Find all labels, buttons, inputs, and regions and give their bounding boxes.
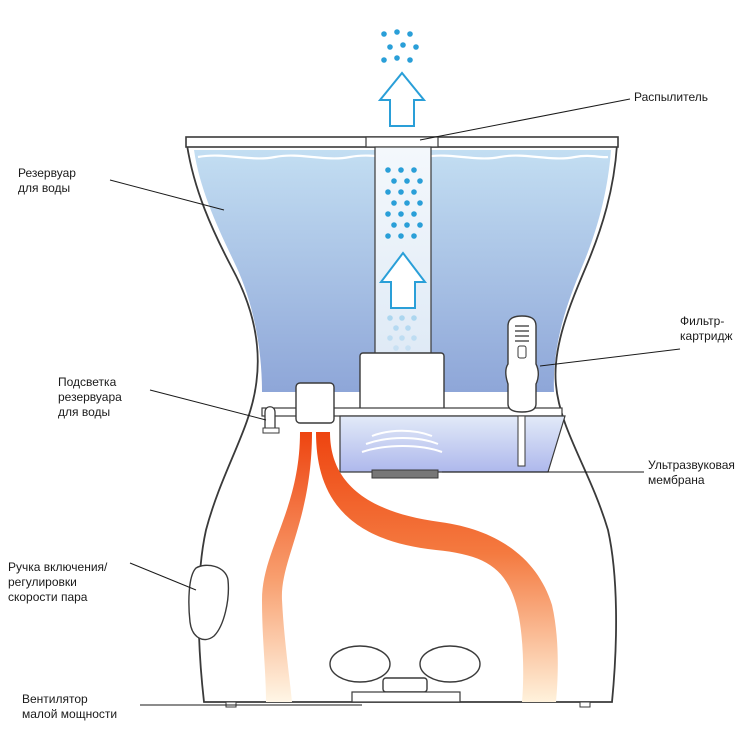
nozzle-base xyxy=(359,352,445,412)
mist-droplet xyxy=(411,167,417,173)
mist-droplet xyxy=(411,233,417,239)
mist-droplet xyxy=(394,29,400,35)
label-membrane: Ультразвуковая мембрана xyxy=(648,458,735,487)
mist-droplet xyxy=(407,57,413,63)
mist-droplet xyxy=(404,200,410,206)
mist-droplet xyxy=(411,315,417,321)
fan xyxy=(329,645,481,703)
mist-droplet xyxy=(393,325,399,331)
lower-water-chamber xyxy=(339,415,566,473)
label-reservoir: Резервуар для воды xyxy=(18,166,76,195)
mist-droplet xyxy=(417,178,423,184)
mist-droplet xyxy=(391,178,397,184)
mist-droplet xyxy=(381,57,387,63)
mist-droplet xyxy=(385,211,391,217)
mist-droplet xyxy=(381,31,387,37)
label-backlight: Подсветка резервуара для воды xyxy=(58,375,122,419)
mist-droplet xyxy=(385,167,391,173)
mist-droplet xyxy=(411,335,417,341)
mist-droplet xyxy=(399,335,405,341)
mist-droplet xyxy=(411,189,417,195)
mist-droplet xyxy=(417,200,423,206)
air-duct xyxy=(295,382,335,424)
mist-droplet xyxy=(400,42,406,48)
mist-droplet xyxy=(398,167,404,173)
mist-droplet xyxy=(399,315,405,321)
mist-droplet xyxy=(387,315,393,321)
mist-droplet xyxy=(385,189,391,195)
leader-lines xyxy=(109,98,681,706)
mist-droplet xyxy=(405,345,411,351)
mist-droplet xyxy=(394,55,400,61)
mist-droplet xyxy=(413,44,419,50)
label-filter: Фильтр- картридж xyxy=(680,314,733,343)
mist-arrow-top-icon xyxy=(377,71,427,127)
foot-right xyxy=(579,701,591,708)
mist-droplet xyxy=(391,222,397,228)
backlight-led xyxy=(262,406,280,434)
mist-droplet xyxy=(393,345,399,351)
air-flow xyxy=(262,432,558,702)
mist-droplets xyxy=(381,29,423,351)
mist-droplet xyxy=(411,211,417,217)
mist-arrow-column-icon xyxy=(378,251,428,309)
mist-droplet xyxy=(417,222,423,228)
mist-droplet xyxy=(387,335,393,341)
filter-cartridge xyxy=(505,315,539,467)
label-sprayer: Распылитель xyxy=(634,90,708,104)
mist-droplet xyxy=(405,325,411,331)
mist-droplet xyxy=(398,189,404,195)
label-fan: Вентилятор малой мощности xyxy=(22,692,118,721)
mist-droplet xyxy=(387,44,393,50)
control-knob xyxy=(188,564,230,641)
mist-droplet xyxy=(391,200,397,206)
mist-droplet xyxy=(398,211,404,217)
ultrasonic-membrane xyxy=(371,469,439,479)
mist-droplet xyxy=(385,233,391,239)
mist-droplet xyxy=(398,233,404,239)
label-knob: Ручка включения/ регулировки скорости па… xyxy=(8,560,108,604)
mist-droplet xyxy=(404,222,410,228)
mist-droplet xyxy=(404,178,410,184)
mist-droplet xyxy=(407,31,413,37)
